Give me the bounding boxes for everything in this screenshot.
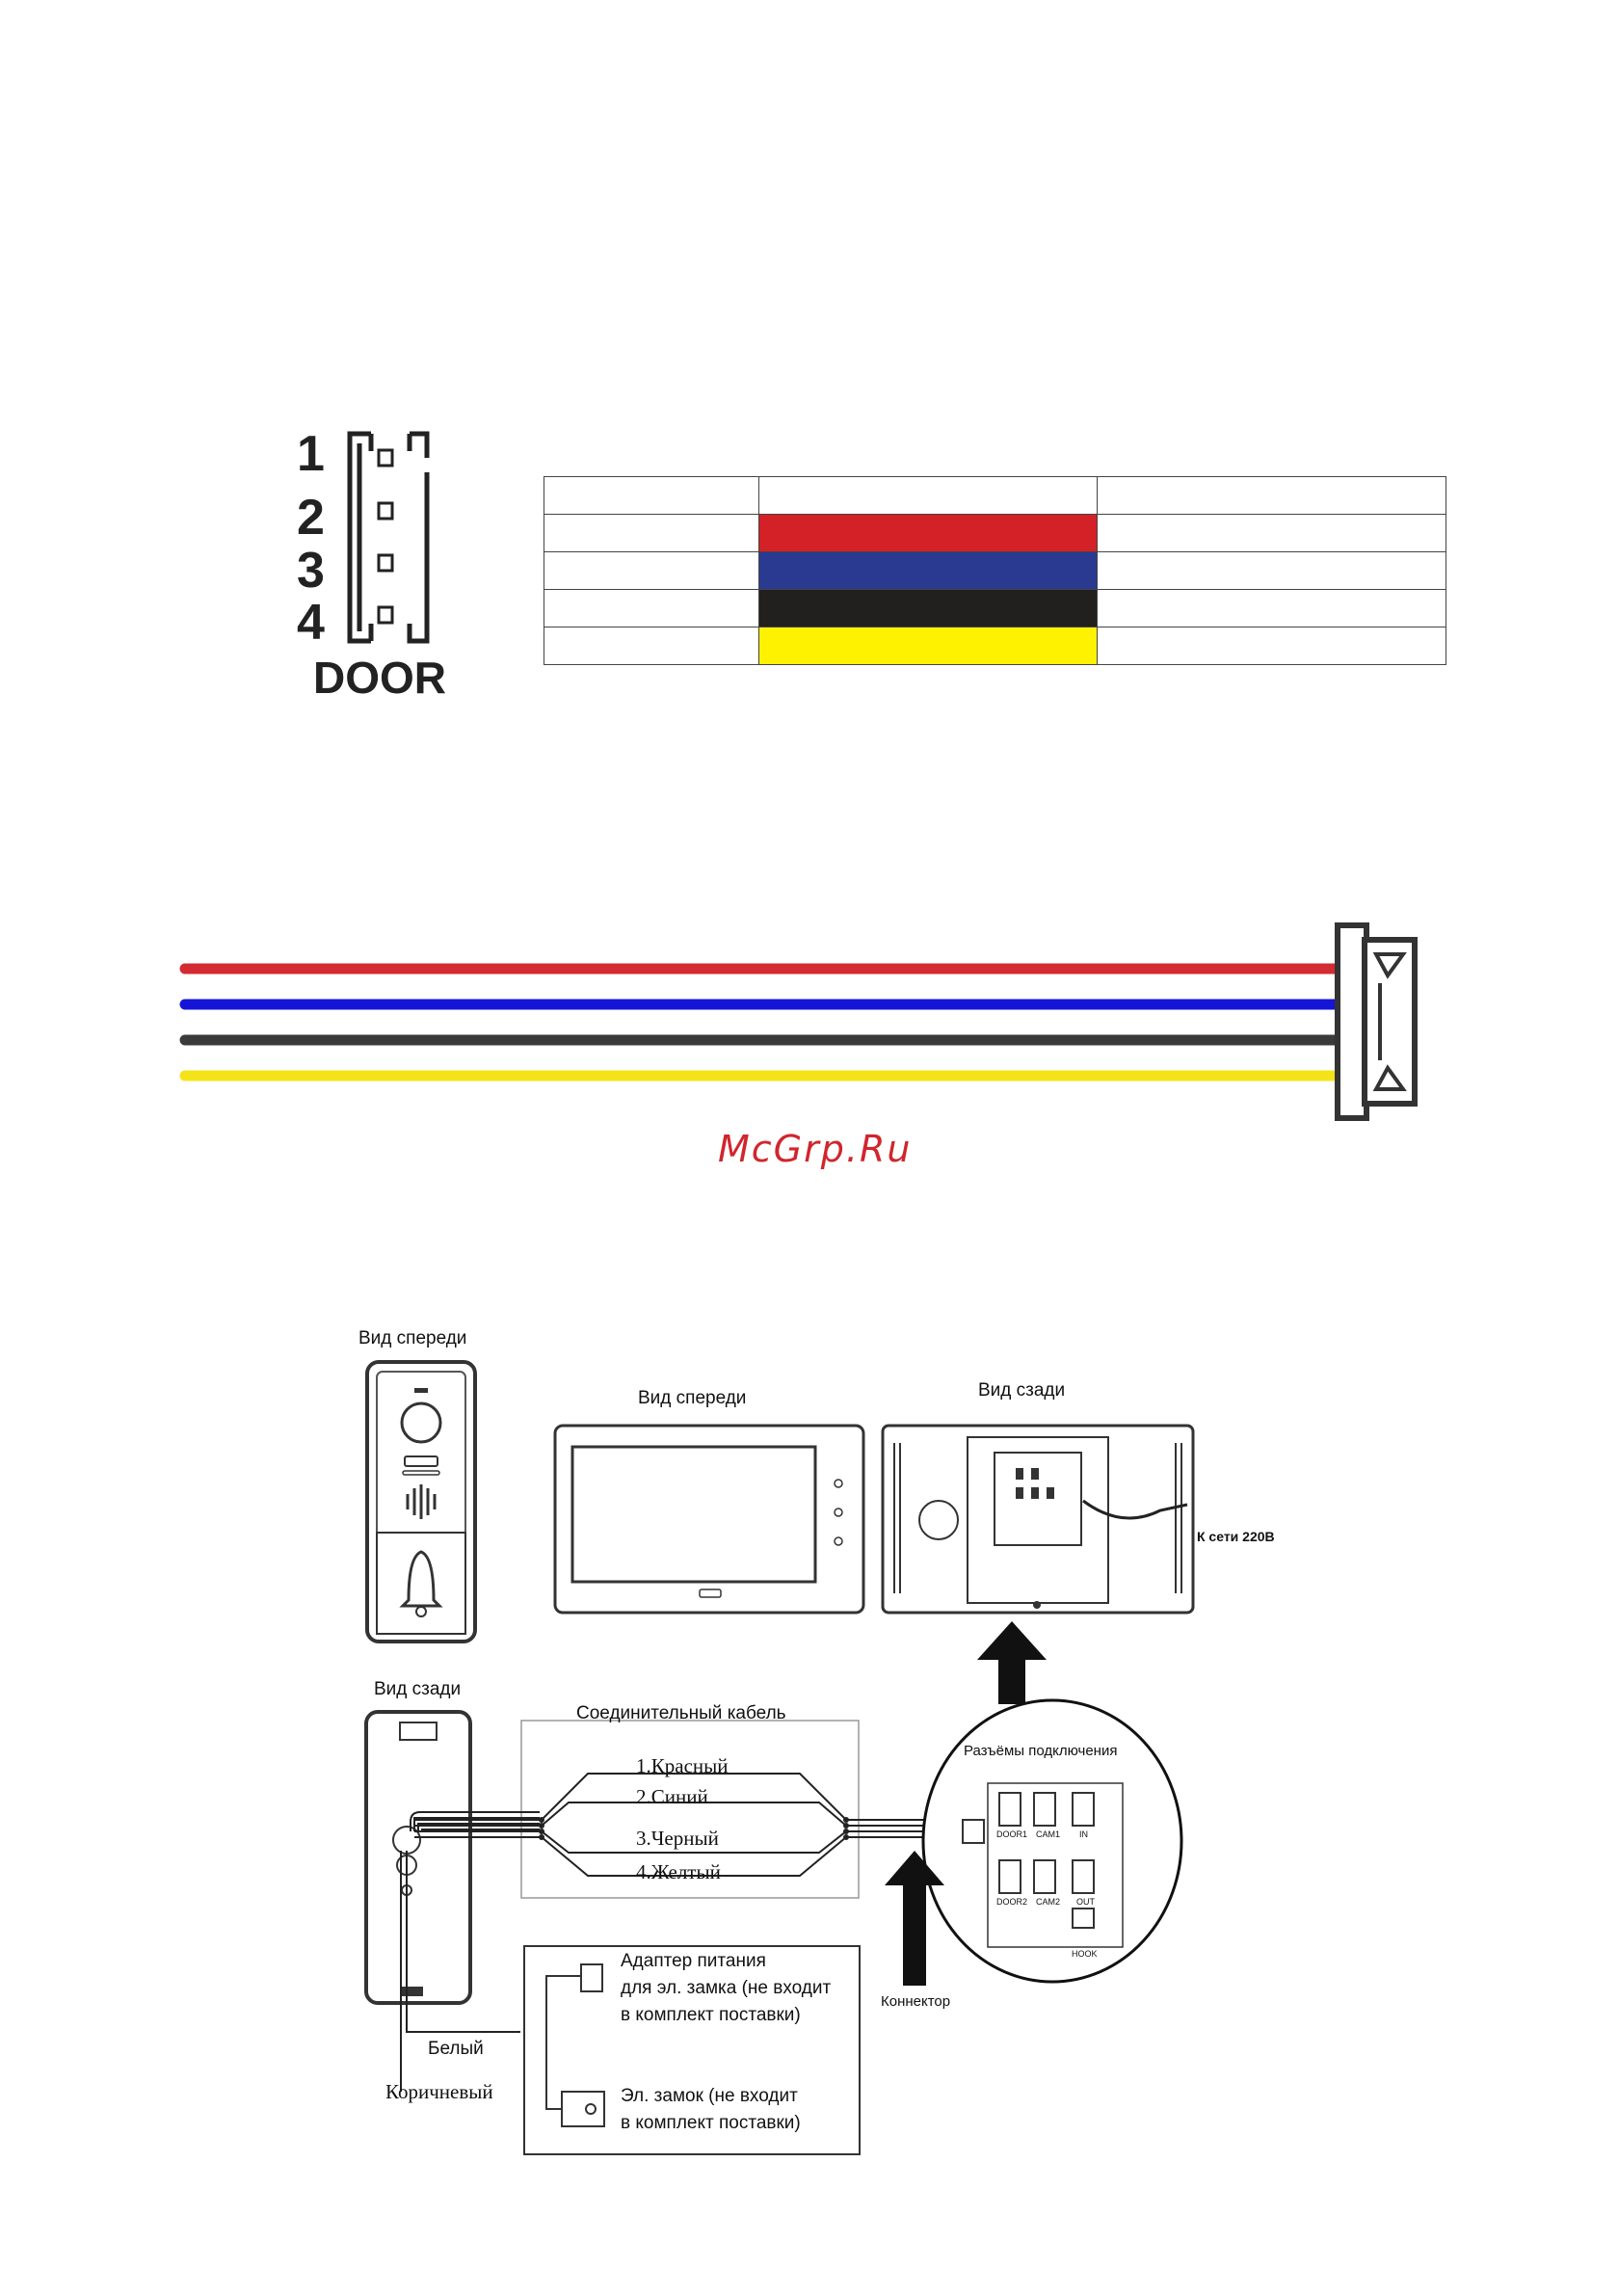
panel-wires (400, 1811, 540, 2092)
wire-table-row (544, 627, 1446, 665)
panel-front-title: Вид спереди (358, 1328, 467, 1348)
up-arrow-icon (977, 1621, 1047, 1704)
monitor-front-icon (553, 1424, 865, 1615)
lock-icon (561, 2091, 605, 2127)
wire-table-row (544, 476, 1446, 515)
port-out: OUT (1076, 1897, 1095, 1907)
wire-table-row (544, 514, 1446, 552)
plug-connector-icon (1335, 922, 1418, 1121)
pin-number-1: 1 (297, 426, 325, 482)
wire-table-cell (1097, 551, 1446, 590)
wire-color-swatch (758, 514, 1098, 552)
wire-color-table (544, 476, 1446, 665)
connector-label: DOOR (313, 653, 446, 703)
wire-color-swatch (758, 551, 1098, 590)
port-hook: HOOK (1072, 1949, 1098, 1959)
wire-color-swatch (758, 627, 1098, 665)
cable-illustration (179, 922, 1418, 1121)
wire-color-swatch (758, 476, 1098, 515)
monitor-front-title: Вид спереди (638, 1388, 747, 1408)
lock-label-line1: Эл. замок (не входит (621, 2086, 798, 2106)
port-door1: DOOR1 (996, 1829, 1028, 1839)
port-door2: DOOR2 (996, 1897, 1028, 1907)
pin-number-3: 3 (297, 543, 325, 599)
wire-label-yellow: 4.Желтый (636, 1860, 721, 1883)
wire-table-cell (544, 551, 759, 590)
adapter-lock-box (523, 1945, 861, 2155)
wire-table-cell (1097, 627, 1446, 665)
pin-number-2: 2 (297, 490, 325, 546)
adapter-label-line3: в комплект поставки) (621, 2005, 801, 2025)
cable-box-title: Соединительный кабель (576, 1703, 786, 1723)
wire-label-black: 3.Черный (636, 1827, 719, 1850)
port-in: IN (1079, 1829, 1088, 1839)
connecting-cable-lines (414, 1773, 983, 1877)
connectors-title: Разъёмы подключения (964, 1743, 1118, 1759)
power-adapter-icon (562, 1963, 603, 1992)
pin-number-4: 4 (297, 595, 325, 651)
brown-wire-label: Коричневый (385, 2080, 493, 2103)
wire-table-cell (544, 627, 759, 665)
monitor-back-title: Вид сзади (978, 1380, 1066, 1401)
wire-table-cell (1097, 476, 1446, 515)
wire-table-cell (544, 514, 759, 552)
wire-table-row (544, 551, 1446, 590)
connector-label: Коннектор (881, 1993, 951, 2010)
wire-table-cell (1097, 514, 1446, 552)
connectors-zoom-circle (921, 1698, 1183, 1984)
wire-label-red: 1.Красный (636, 1754, 729, 1777)
port-cam1: CAM1 (1036, 1829, 1061, 1839)
wire-label-blue: 2.Синий (636, 1785, 708, 1808)
wire-table-cell (544, 476, 759, 515)
panel-back-title: Вид сзади (374, 1679, 462, 1699)
connector-housing-icon (347, 431, 430, 644)
monitor-back-icon (881, 1424, 1195, 1615)
white-wire-label: Белый (428, 2039, 484, 2059)
mains-label: К сети 220В (1197, 1529, 1275, 1544)
lock-label-line2: в комплект поставки) (621, 2113, 801, 2133)
port-cam2: CAM2 (1036, 1897, 1061, 1907)
connector-arrow-icon (885, 1851, 944, 1986)
wire-table-row (544, 589, 1446, 627)
outdoor-panel-front-icon (365, 1360, 477, 1643)
wire-table-cell (544, 589, 759, 627)
adapter-label-line1: Адаптер питания (621, 1951, 766, 1971)
wire-color-swatch (758, 589, 1098, 627)
wire-table-cell (1097, 589, 1446, 627)
adapter-label-line2: для эл. замка (не входит (621, 1978, 832, 1998)
watermark: McGrp.Ru (718, 1128, 913, 1170)
